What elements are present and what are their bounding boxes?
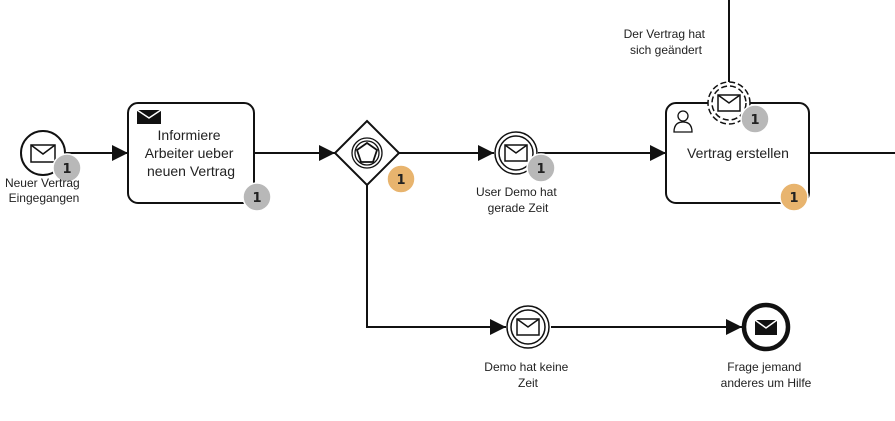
pentagon-icon xyxy=(355,141,379,163)
end-event-label: Frage jemand anderes um Hilfe xyxy=(721,360,812,390)
event-based-gateway[interactable]: 1 xyxy=(333,119,416,194)
envelope-icon xyxy=(30,144,56,163)
boundary-count: 1 xyxy=(750,113,759,128)
task-inform-label: Informiere Arbeiter ueber neuen Vertrag xyxy=(145,127,238,179)
boundary-count-badge: 1 xyxy=(740,104,770,134)
envelope-icon xyxy=(717,94,741,112)
user-icon xyxy=(673,110,693,133)
task-create-contract[interactable]: Vertrag erstellen 1 xyxy=(665,102,810,212)
start-event-label: Neuer Vertrag Eingegangen xyxy=(5,176,83,205)
envelope-icon xyxy=(516,318,540,336)
task-create-label: Vertrag erstellen xyxy=(687,145,789,161)
catch-user-demo-label: User Demo hat gerade Zeit xyxy=(476,185,560,215)
task-inform-count: 1 xyxy=(252,191,261,206)
start-event-count: 1 xyxy=(62,162,71,177)
task-create-count-badge: 1 xyxy=(779,182,809,212)
end-event-ask-help[interactable]: Frage jemand anderes um Hilfe xyxy=(721,302,812,390)
start-event[interactable]: 1 Neuer Vertrag Eingegangen xyxy=(5,130,83,205)
task-inform-worker[interactable]: Informiere Arbeiter ueber neuen Vertrag … xyxy=(127,102,272,212)
catch-user-demo-count: 1 xyxy=(536,162,545,177)
sequence-flows xyxy=(66,0,895,335)
catch-event-no-time[interactable]: Demo hat keine Zeit xyxy=(484,305,571,390)
boundary-event-label: Der Vertrag hat sich geändert xyxy=(624,27,709,57)
flow-gateway-to-no-time[interactable] xyxy=(366,185,506,335)
gateway-count-badge: 1 xyxy=(386,164,416,194)
envelope-icon xyxy=(504,144,528,162)
filled-envelope-icon xyxy=(754,319,778,335)
boundary-event-changed[interactable]: 1 Der Vertrag hat sich geändert xyxy=(624,27,770,134)
catch-no-time-label: Demo hat keine Zeit xyxy=(484,360,571,390)
send-envelope-icon xyxy=(136,109,162,124)
task-inform-count-badge: 1 xyxy=(242,182,272,212)
gateway-count: 1 xyxy=(396,173,405,188)
catch-user-demo-count-badge: 1 xyxy=(526,153,556,183)
task-create-count: 1 xyxy=(789,191,798,206)
catch-event-user-demo[interactable]: 1 User Demo hat gerade Zeit xyxy=(476,131,560,215)
start-event-count-badge: 1 xyxy=(52,153,82,183)
